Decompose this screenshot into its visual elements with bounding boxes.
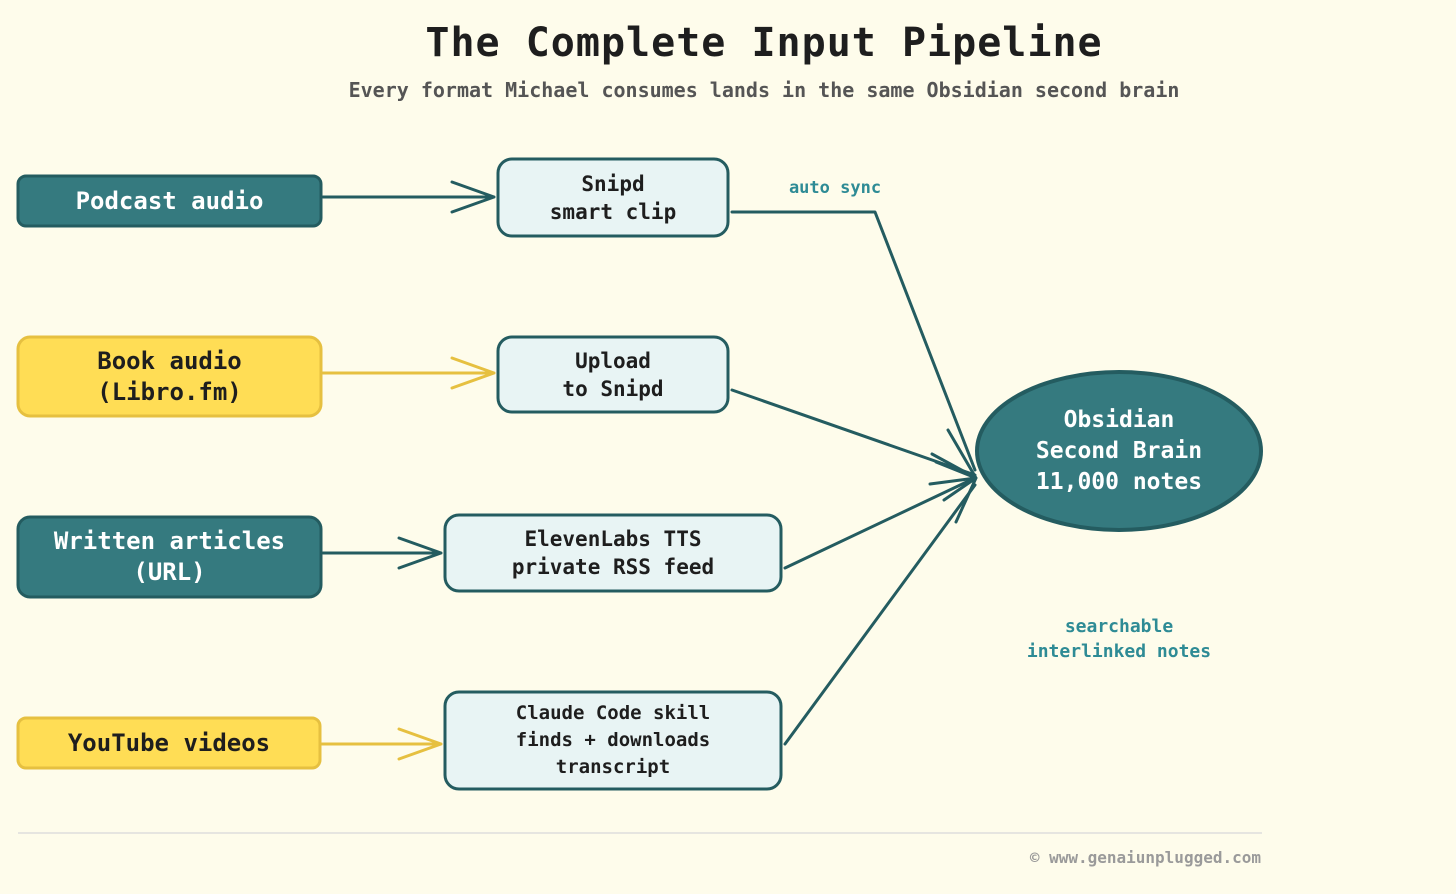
source-box-book-audio bbox=[16, 335, 323, 418]
arrow-claude-to-hub bbox=[783, 483, 977, 746]
arrow-podcast-to-snipd bbox=[321, 180, 496, 214]
annotation-searchable-notes: searchable interlinked notes bbox=[1026, 616, 1212, 662]
process-box-snipd-smart-clip bbox=[496, 157, 730, 238]
footer-credit: © www.genaiunplugged.com bbox=[1029, 848, 1261, 867]
source-label-youtube-videos: YouTube videos bbox=[67, 728, 271, 757]
process-label-elevenlabs-tts: ElevenLabs TTS private RSS feed bbox=[511, 527, 715, 579]
arrow-youtube-to-claude bbox=[320, 727, 443, 761]
source-box-podcast-audio bbox=[16, 174, 323, 228]
process-label-upload-to-snipd: Upload to Snipd bbox=[562, 348, 664, 401]
source-box-written-articles bbox=[16, 515, 323, 599]
hub-arrowheads bbox=[928, 428, 978, 524]
hub-obsidian-ellipse bbox=[975, 370, 1263, 532]
process-box-claude-code-skill bbox=[443, 690, 783, 791]
arrow-snipd-to-hub bbox=[730, 210, 977, 472]
source-box-youtube-videos bbox=[16, 716, 322, 770]
source-label-book-audio: Book audio (Libro.fm) bbox=[97, 346, 242, 406]
arrow-upload-to-hub bbox=[730, 388, 977, 477]
arrow-elevenlabs-to-hub bbox=[783, 476, 977, 570]
process-box-upload-to-snipd bbox=[496, 335, 730, 414]
process-label-claude-code-skill: Claude Code skill finds + downloads tran… bbox=[515, 702, 711, 778]
arrow-book-to-upload bbox=[321, 356, 496, 390]
diagram-subtitle: Every format Michael consumes lands in t… bbox=[348, 78, 1180, 102]
source-label-podcast-audio: Podcast audio bbox=[75, 186, 264, 215]
diagram-title: The Complete Input Pipeline bbox=[425, 20, 1103, 66]
process-label-snipd-smart-clip: Snipd smart clip bbox=[549, 171, 677, 224]
arrow-articles-to-elevenlabs bbox=[321, 536, 443, 570]
annotation-auto-sync: auto sync bbox=[788, 178, 882, 198]
source-label-written-articles: Written articles (URL) bbox=[53, 527, 286, 586]
hub-label-obsidian: Obsidian Second Brain 11,000 notes bbox=[1035, 406, 1203, 495]
process-box-elevenlabs-tts bbox=[443, 513, 783, 593]
